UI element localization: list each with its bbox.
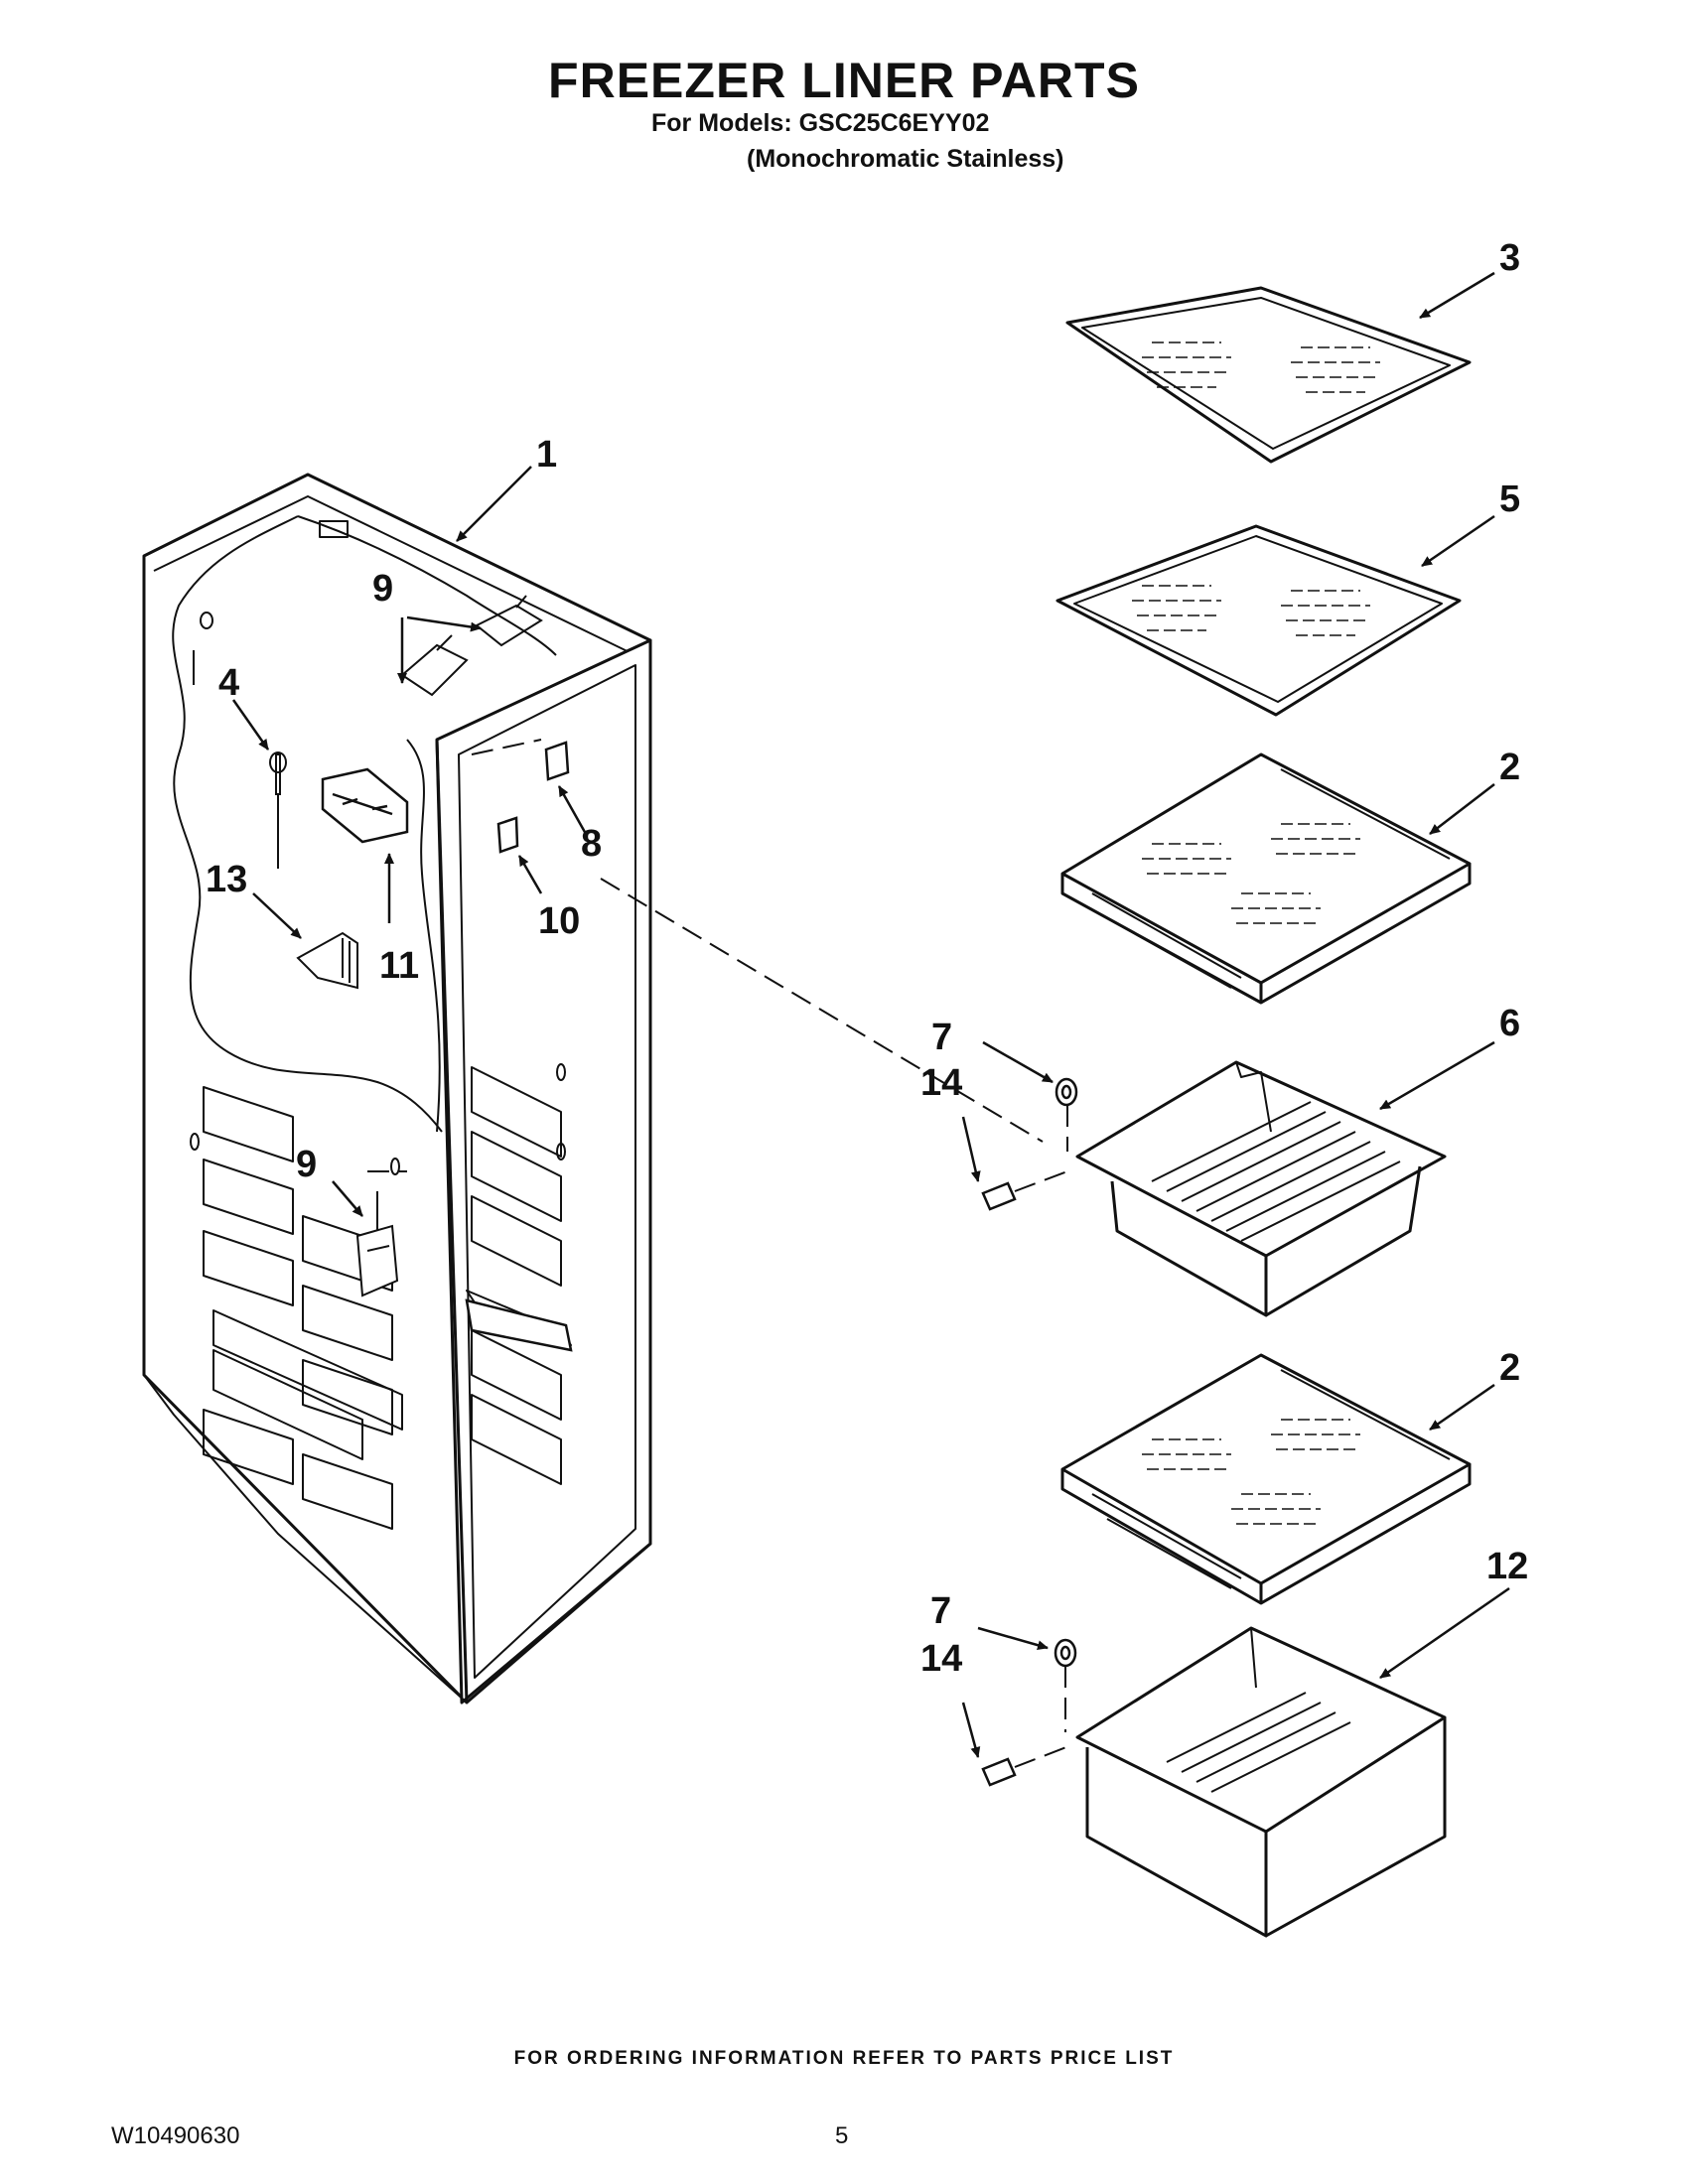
damper-housing-part-11 <box>321 767 409 844</box>
page-number: 5 <box>835 2122 849 2149</box>
callout-10: 10 <box>538 900 580 942</box>
callout-2-upper: 2 <box>1499 747 1520 788</box>
screw-part-14-upper <box>981 1181 1017 1211</box>
shelf-part-5 <box>1055 524 1462 717</box>
heater-part-9-lower <box>355 1191 399 1297</box>
clip-part-8 <box>544 741 570 781</box>
drawer-part-6 <box>1075 1060 1447 1317</box>
document-number: W10490630 <box>111 2122 240 2149</box>
callout-9-lower: 9 <box>296 1144 317 1185</box>
shelf-part-2-upper <box>1060 752 1472 1005</box>
callout-9-upper: 9 <box>372 568 393 610</box>
callout-2-lower: 2 <box>1499 1347 1520 1389</box>
shelf-part-2-lower <box>1060 1353 1472 1605</box>
callout-12: 12 <box>1486 1546 1528 1587</box>
model-line: For Models: GSC25C6EYY02 <box>651 109 990 137</box>
callout-13: 13 <box>206 859 247 900</box>
drawer-part-12 <box>1075 1626 1447 1938</box>
page-title: FREEZER LINER PARTS <box>548 53 1140 108</box>
shelf-part-3 <box>1065 286 1472 464</box>
callout-3: 3 <box>1499 237 1520 279</box>
callout-6: 6 <box>1499 1003 1520 1044</box>
callout-14-lower: 14 <box>920 1638 962 1680</box>
callout-labels: 1 3 5 2 6 2 12 9 4 13 11 8 10 9 7 14 7 1… <box>206 237 1528 1680</box>
thermistor-part-4 <box>269 751 287 869</box>
screw-part-14-lower <box>981 1757 1017 1787</box>
callout-4: 4 <box>218 662 239 704</box>
heater-part-9-upper <box>400 595 543 697</box>
track-part <box>465 1298 573 1352</box>
callout-14-upper: 14 <box>920 1062 962 1104</box>
freezer-liner <box>142 473 652 1705</box>
dash-lines <box>367 739 1068 1768</box>
callout-5: 5 <box>1499 478 1520 520</box>
callout-1: 1 <box>536 434 557 476</box>
ordering-note: FOR ORDERING INFORMATION REFER TO PARTS … <box>513 2048 1175 2069</box>
model-variant: (Monochromatic Stainless) <box>747 145 1064 173</box>
roller-part-7-lower <box>1054 1638 1077 1668</box>
callout-7-upper: 7 <box>931 1017 952 1058</box>
callout-8: 8 <box>581 823 602 865</box>
roller-part-7-upper <box>1055 1077 1078 1107</box>
bracket-part-13 <box>296 931 358 990</box>
callout-11: 11 <box>379 945 419 987</box>
callout-7-lower: 7 <box>930 1590 951 1632</box>
clip-part-10 <box>496 816 519 854</box>
leader-lines <box>231 271 1510 1758</box>
